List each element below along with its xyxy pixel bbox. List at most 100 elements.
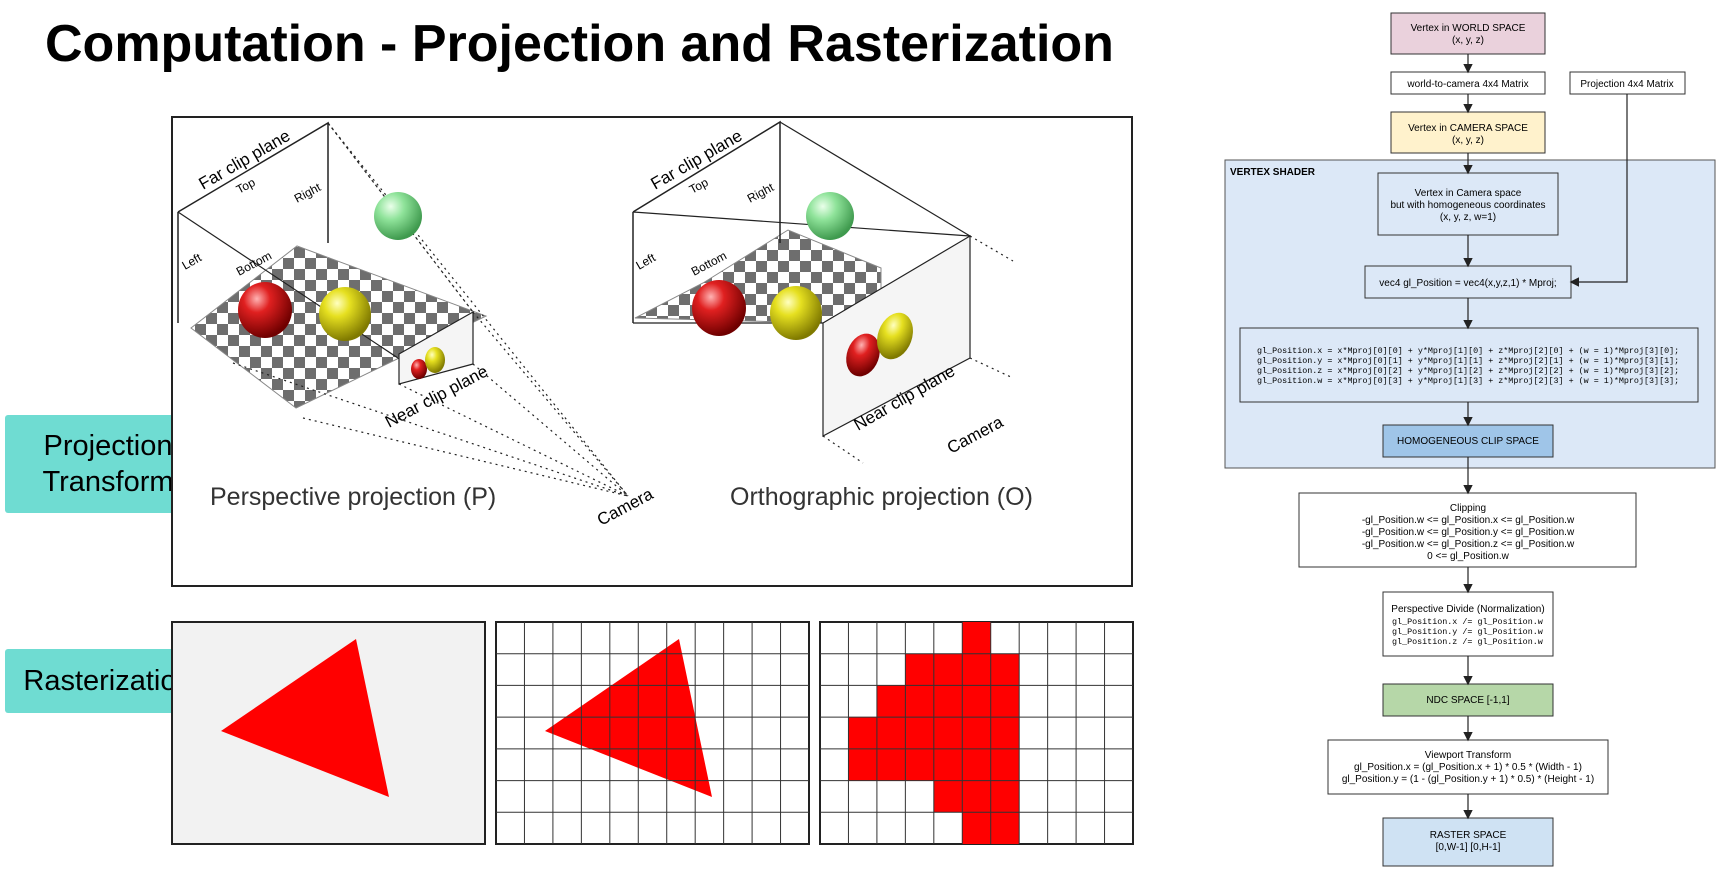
flow-arrows: [1463, 54, 1628, 820]
filled-pixel: [990, 717, 1020, 749]
pixel-panel: [819, 621, 1134, 845]
clipping-line1: -gl_Position.w <= gl_Position.x <= gl_Po…: [1362, 515, 1575, 526]
world-to-camera-label: world-to-camera 4x4 Matrix: [1406, 79, 1528, 90]
filled-pixel: [905, 685, 934, 718]
homogeneous-line2: but with homogeneous coordinates: [1390, 200, 1545, 211]
filled-pixel: [876, 685, 906, 718]
yellow-sphere: [319, 287, 371, 341]
clipping-line2: -gl_Position.w <= gl_Position.y <= gl_Po…: [1362, 527, 1575, 538]
filled-pixel: [933, 653, 963, 686]
clipping-title: Clipping: [1450, 503, 1486, 514]
filled-pixel: [962, 653, 991, 686]
filled-pixel: [876, 717, 906, 749]
gl-position-box: vec4 gl_Position = vec4(x,y,z,1) * Mproj…: [1364, 265, 1572, 299]
pipeline-diagram: VERTEX SHADER Vertex in WORLD SPACE (x, …: [1224, 12, 1716, 867]
matrix-multiply-box: gl_Position.x = x*Mproj[0][0] + y*Mproj[…: [1239, 327, 1699, 403]
right-label-ortho: Right: [745, 180, 777, 206]
homogeneous-line3: (x, y, z, w=1): [1440, 212, 1496, 223]
gl-position-label: vec4 gl_Position = vec4(x,y,z,1) * Mproj…: [1379, 278, 1556, 289]
viewport-line1: gl_Position.x = (gl_Position.x + 1) * 0.…: [1354, 762, 1582, 773]
ndc-space-box: NDC SPACE [-1,1]: [1382, 683, 1554, 717]
filled-pixel: [990, 748, 1020, 781]
camera-label-ortho: Camera: [944, 412, 1007, 457]
matmul-line-x: gl_Position.x = x*Mproj[0][0] + y*Mproj[…: [1257, 346, 1679, 356]
perspective-frustum: Far clip plane Top Right Left Bottom Nea…: [177, 121, 657, 530]
filled-pixel: [962, 717, 991, 749]
viewport-title: Viewport Transform: [1425, 750, 1512, 761]
filled-pixel: [933, 780, 963, 813]
clip-space-label: HOMOGENEOUS CLIP SPACE: [1397, 436, 1539, 447]
divide-line1: gl_Position.x /= gl_Position.w: [1392, 617, 1543, 627]
green-sphere: [374, 192, 422, 240]
filled-pixel: [990, 812, 1020, 844]
filled-pixel: [905, 717, 934, 749]
world-space-line1: Vertex in WORLD SPACE: [1411, 23, 1526, 34]
rasterization-label: Rasterization: [23, 664, 193, 697]
homogeneous-box: Vertex in Camera space but with homogene…: [1377, 172, 1559, 236]
projection-transform-label: Projection Transform: [42, 430, 174, 498]
camera-space-line1: Vertex in CAMERA SPACE: [1408, 123, 1528, 134]
matmul-line-w: gl_Position.w = x*Mproj[0][3] + y*Mproj[…: [1257, 376, 1679, 386]
divide-line3: gl_Position.z /= gl_Position.w: [1392, 637, 1543, 647]
orthographic-box: Far clip plane Top Right Left Bottom Nea…: [632, 120, 1033, 511]
filled-pixel: [962, 685, 991, 718]
red-sphere-ortho: [692, 280, 746, 336]
camera-space-box: Vertex in CAMERA SPACE (x, y, z): [1390, 111, 1546, 154]
filled-pixel: [905, 653, 934, 686]
ndc-space-label: NDC SPACE [-1,1]: [1426, 695, 1509, 706]
projection-illustration: Far clip plane Top Right Left Bottom Nea…: [177, 120, 1033, 530]
top-label-ortho: Top: [687, 175, 711, 197]
projection-figure: Far clip plane Top Right Left Bottom Nea…: [171, 116, 1133, 587]
raster-space-box: RASTER SPACE [0,W-1] [0,H-1]: [1382, 817, 1554, 867]
filled-pixel: [933, 685, 963, 718]
left-label-ortho: Left: [634, 250, 659, 272]
filled-pixel: [962, 780, 991, 813]
filled-pixel: [933, 717, 963, 749]
yellow-sphere-ortho: [770, 286, 822, 340]
projection-matrix-box: Projection 4x4 Matrix: [1569, 71, 1686, 95]
projection-matrix-label: Projection 4x4 Matrix: [1580, 79, 1673, 90]
grid-triangle: [545, 639, 712, 797]
slide-title: Computation - Projection and Rasterizati…: [45, 15, 1114, 73]
filled-pixel: [876, 748, 906, 781]
world-space-box: Vertex in WORLD SPACE (x, y, z): [1390, 12, 1546, 55]
filled-pixel: [990, 780, 1020, 813]
filled-pixel: [990, 653, 1020, 686]
red-sphere: [238, 282, 292, 338]
vertex-shader-label: VERTEX SHADER: [1230, 167, 1316, 178]
filled-pixel: [962, 812, 991, 844]
filled-pixel: [848, 748, 877, 781]
divide-title: Perspective Divide (Normalization): [1391, 604, 1544, 615]
filled-pixel: [933, 748, 963, 781]
filled-pixel: [962, 622, 991, 654]
matmul-line-z: gl_Position.z = x*Mproj[0][2] + y*Mproj[…: [1257, 366, 1679, 376]
viewport-transform-box: Viewport Transform gl_Position.x = (gl_P…: [1327, 739, 1609, 795]
divide-line2: gl_Position.y /= gl_Position.w: [1392, 627, 1543, 637]
perspective-caption: Perspective projection (P): [210, 483, 496, 511]
world-to-camera-box: world-to-camera 4x4 Matrix: [1390, 71, 1546, 95]
filled-pixel: [990, 685, 1020, 718]
triangle: [221, 639, 389, 797]
triangle-panel: [171, 621, 486, 845]
green-sphere-ortho: [806, 192, 854, 240]
rasterization-illustration: [171, 621, 1134, 845]
pipeline-flowchart: VERTEX SHADER Vertex in WORLD SPACE (x, …: [1220, 0, 1719, 891]
raster-space-line1: RASTER SPACE: [1430, 830, 1507, 841]
raster-space-line2: [0,W-1] [0,H-1]: [1436, 842, 1501, 853]
filled-pixel: [962, 748, 991, 781]
left-label: Left: [180, 250, 205, 272]
filled-pixel: [905, 748, 934, 781]
homogeneous-line1: Vertex in Camera space: [1415, 188, 1522, 199]
world-space-line2: (x, y, z): [1452, 35, 1484, 46]
viewport-line2: gl_Position.y = (1 - (gl_Position.y + 1)…: [1342, 774, 1594, 785]
right-label: Right: [292, 180, 324, 206]
grid-triangle-panel: [495, 621, 810, 845]
clipping-line3: -gl_Position.w <= gl_Position.z <= gl_Po…: [1362, 539, 1575, 550]
clipping-box: Clipping -gl_Position.w <= gl_Position.x…: [1298, 492, 1637, 568]
matmul-line-y: gl_Position.y = x*Mproj[0][1] + y*Mproj[…: [1257, 356, 1679, 366]
orthographic-caption: Orthographic projection (O): [730, 483, 1033, 511]
camera-space-line2: (x, y, z): [1452, 135, 1484, 146]
filled-pixel: [848, 717, 877, 749]
clipping-line4: 0 <= gl_Position.w: [1427, 551, 1509, 562]
perspective-divide-box: Perspective Divide (Normalization) gl_Po…: [1382, 591, 1554, 657]
